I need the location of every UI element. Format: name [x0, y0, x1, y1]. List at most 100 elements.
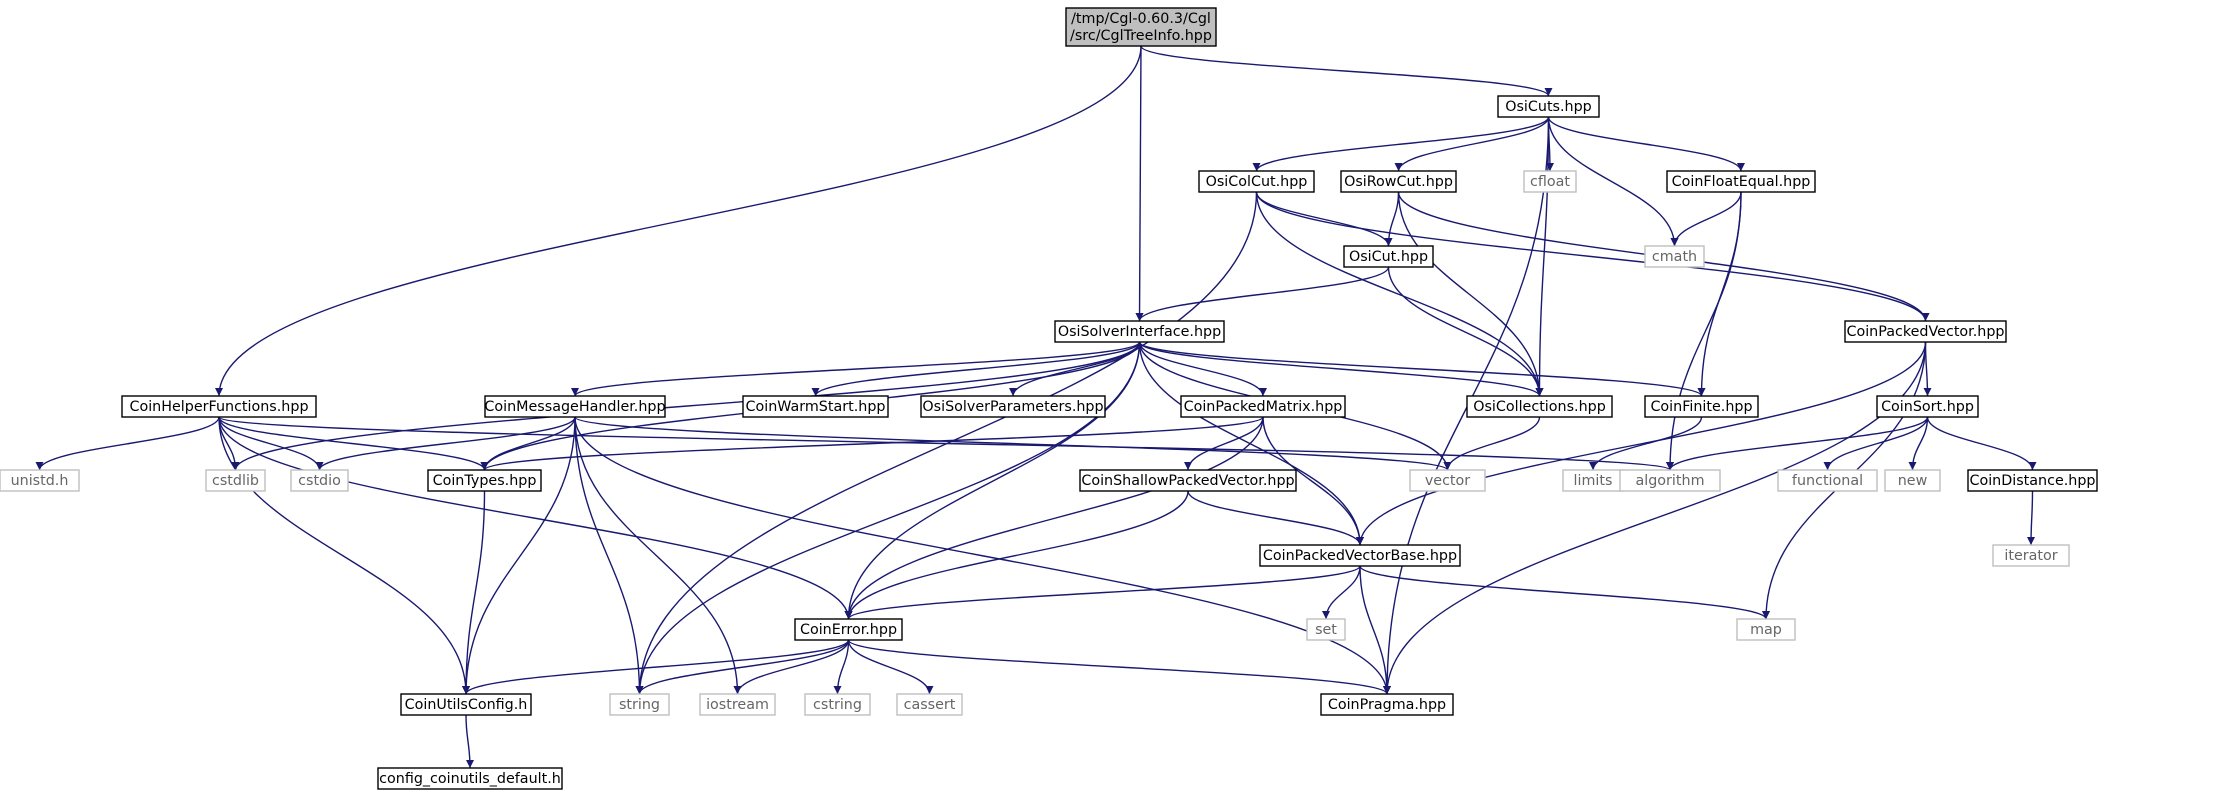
node-coinfloatequal[interactable]: CoinFloatEqual.hpp	[1666, 170, 1816, 193]
node-label: cfloat	[1530, 174, 1570, 190]
edge-osirowcut-to-osicollections	[1397, 191, 1544, 397]
node-box	[1306, 618, 1346, 641]
node-coindistance[interactable]: CoinDistance.hpp	[1967, 469, 2098, 492]
node-label: functional	[1792, 473, 1863, 489]
edge-coinhelperfunctions-to-unistd	[35, 416, 220, 471]
node-label: cassert	[904, 697, 956, 713]
edge-coinpackedvectorbase-to-coinerror	[844, 565, 1361, 620]
node-root: /tmp/Cgl-0.60.3/Cgl/src/CglTreeInfo.hpp	[1065, 7, 1217, 47]
node-set: set	[1306, 618, 1346, 641]
node-box	[1844, 320, 2007, 343]
edge-root-to-osisolverinterface	[1135, 45, 1144, 322]
edge-coinsort-to-algorithm	[1666, 416, 1929, 471]
node-label: OsiCuts.hpp	[1505, 99, 1592, 115]
node-box	[427, 469, 542, 492]
node-box	[896, 693, 963, 716]
edge-osicuts-to-osicollections	[1535, 116, 1550, 397]
node-box	[1198, 170, 1315, 193]
node-coinutilsconfig[interactable]: CoinUtilsConfig.h	[400, 693, 532, 716]
node-coinfinite[interactable]: CoinFinite.hpp	[1644, 395, 1759, 418]
edge-coinfloatequal-to-cmath	[1670, 191, 1742, 247]
node-coinhelperfunctions[interactable]: CoinHelperFunctions.hpp	[121, 395, 317, 418]
node-cstdio: cstdio	[290, 469, 349, 492]
node-box	[1736, 618, 1796, 641]
node-box	[804, 693, 871, 716]
node-box	[1180, 395, 1346, 418]
edge-coinsort-to-new	[1908, 416, 1929, 471]
edge-osicuts-to-osirowcut	[1394, 116, 1550, 172]
node-map: map	[1736, 618, 1796, 641]
node-box	[1409, 469, 1486, 492]
node-coinerror[interactable]: CoinError.hpp	[794, 618, 903, 641]
node-osirowcut[interactable]: OsiRowCut.hpp	[1340, 170, 1457, 193]
edge-coinutilsconfig-to-configcoinutils	[465, 714, 474, 769]
node-label: /src/CglTreeInfo.hpp	[1070, 28, 1212, 44]
node-box	[1884, 469, 1941, 492]
node-osicuts[interactable]: OsiCuts.hpp	[1497, 95, 1600, 118]
node-osicut[interactable]: OsiCut.hpp	[1343, 245, 1434, 268]
node-box	[1644, 395, 1759, 418]
edge-coinmessagehandler-to-string	[574, 416, 644, 695]
edge-coinpackedmatrix-to-cointypes	[480, 416, 1264, 471]
node-box	[1967, 469, 2098, 492]
edge-osicut-to-osisolverinterface	[1135, 266, 1390, 322]
node-label: config_coinutils_default.h	[379, 771, 561, 787]
node-coinshallowpackedvector[interactable]: CoinShallowPackedVector.hpp	[1079, 469, 1297, 492]
edge-osirowcut-to-osicut	[1384, 191, 1400, 247]
edge-coinerror-to-coinpragma	[847, 639, 1391, 695]
node-coinpackedmatrix[interactable]: CoinPackedMatrix.hpp	[1180, 395, 1346, 418]
edge-root-to-osicuts	[1140, 45, 1553, 97]
edge-coinhelperfunctions-to-coinerror	[218, 416, 853, 620]
nodes-layer: /tmp/Cgl-0.60.3/Cgl/src/CglTreeInfo.hppO…	[0, 7, 2098, 790]
node-new: new	[1884, 469, 1941, 492]
node-label: OsiRowCut.hpp	[1344, 174, 1453, 190]
node-label: CoinShallowPackedVector.hpp	[1081, 473, 1294, 489]
node-vector: vector	[1409, 469, 1486, 492]
node-label: set	[1315, 622, 1337, 638]
node-label: cstdio	[298, 473, 341, 489]
edge-coinpackedvectorbase-to-coinpragma	[1359, 565, 1391, 695]
node-box	[1876, 395, 1979, 418]
edge-coinerror-to-iostream	[733, 639, 850, 695]
node-box	[1340, 170, 1457, 193]
node-label: CoinWarmStart.hpp	[746, 399, 886, 415]
node-label: iostream	[706, 697, 769, 713]
node-coinpackedvectorbase[interactable]: CoinPackedVectorBase.hpp	[1259, 544, 1461, 567]
node-osicollections[interactable]: OsiCollections.hpp	[1466, 395, 1613, 418]
node-box	[1259, 544, 1461, 567]
node-label: cstdlib	[212, 473, 259, 489]
node-box	[1065, 7, 1217, 47]
node-functional: functional	[1777, 469, 1878, 492]
node-coinpragma[interactable]: CoinPragma.hpp	[1320, 693, 1454, 716]
edge-osisolverinterface-to-osisolverparameters	[1009, 341, 1141, 397]
edge-coinmessagehandler-to-cointypes	[480, 416, 576, 471]
node-iterator: iterator	[1992, 544, 2070, 567]
node-limits: limits	[1562, 469, 1624, 492]
node-box	[1466, 395, 1613, 418]
edge-coinerror-to-coinutilsconfig	[462, 639, 850, 695]
node-cmath: cmath	[1644, 245, 1705, 268]
node-cfloat: cfloat	[1523, 170, 1577, 193]
node-label: iterator	[2004, 548, 2057, 564]
node-label: CoinDistance.hpp	[1969, 473, 2095, 489]
node-cointypes[interactable]: CoinTypes.hpp	[427, 469, 542, 492]
node-configcoinutils[interactable]: config_coinutils_default.h	[377, 767, 563, 790]
node-box	[1619, 469, 1721, 492]
edge-osicolcut-to-osicut	[1255, 191, 1393, 247]
edge-coinerror-to-cstring	[833, 639, 850, 695]
node-coinpackedvector[interactable]: CoinPackedVector.hpp	[1844, 320, 2007, 343]
node-coinsort[interactable]: CoinSort.hpp	[1876, 395, 1979, 418]
node-box	[400, 693, 532, 716]
node-osisolverinterface[interactable]: OsiSolverInterface.hpp	[1054, 320, 1225, 343]
node-coinmessagehandler[interactable]: CoinMessageHandler.hpp	[484, 395, 666, 418]
edge-osicuts-to-osicolcut	[1252, 116, 1550, 172]
node-osicolcut[interactable]: OsiColCut.hpp	[1198, 170, 1315, 193]
node-osisolverparameters[interactable]: OsiSolverParameters.hpp	[920, 395, 1106, 418]
node-coinwarmstart[interactable]: CoinWarmStart.hpp	[742, 395, 889, 418]
node-label: OsiSolverParameters.hpp	[922, 399, 1103, 415]
edge-coinmessagehandler-to-iostream	[574, 416, 742, 695]
node-box	[920, 395, 1106, 418]
edge-coinfloatequal-to-algorithm	[1666, 191, 1742, 471]
node-box	[699, 693, 776, 716]
